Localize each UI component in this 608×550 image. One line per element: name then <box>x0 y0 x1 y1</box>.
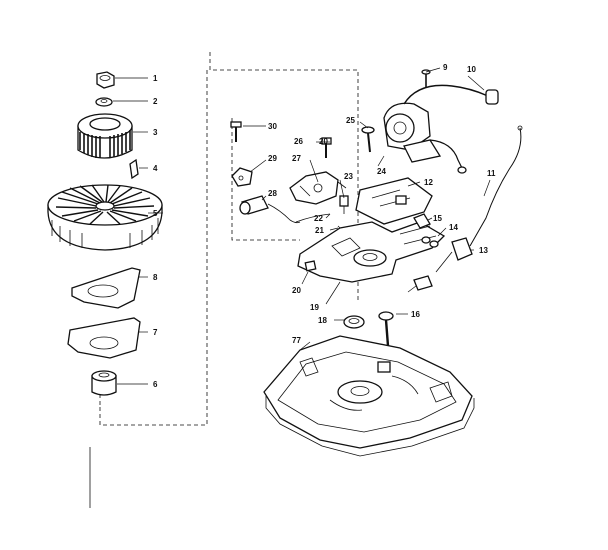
callout-30: 30 <box>268 122 277 131</box>
callout-77: 77 <box>292 336 301 345</box>
breaker-points-27 <box>289 171 347 205</box>
callout-4: 4 <box>153 164 158 173</box>
armature-bracket-12 <box>355 177 433 225</box>
screw-9 <box>421 69 431 88</box>
callout-23: 23 <box>344 172 353 181</box>
ignition-coil-24 <box>383 102 442 163</box>
callout-5: 5 <box>153 209 158 218</box>
callout-labels: 1 2 3 4 5 8 7 6 9 10 11 12 13 14 15 16 1… <box>153 63 496 389</box>
callout-21: 21 <box>315 226 324 235</box>
crankcase-housing-77 <box>263 335 475 457</box>
starter-cup <box>77 113 133 159</box>
screw-26 <box>321 137 332 158</box>
callout-11: 11 <box>487 169 496 178</box>
callout-25: 25 <box>346 116 355 125</box>
clip-15 <box>413 213 431 229</box>
callout-27: 27 <box>292 154 301 163</box>
callout-18: 18 <box>318 316 327 325</box>
flywheel-key <box>129 158 139 180</box>
callout-26: 26 <box>294 137 303 146</box>
flywheel <box>47 184 163 251</box>
callout-29: 29 <box>268 154 277 163</box>
terminal-20b <box>413 275 433 291</box>
callout-10: 10 <box>467 65 476 74</box>
screw-25 <box>361 126 375 153</box>
nut-20a <box>304 260 317 272</box>
clip-29 <box>231 167 253 187</box>
wire-22 <box>295 213 331 223</box>
ground-wire-11 <box>469 125 523 247</box>
assembly-bracket <box>99 52 359 426</box>
callout-9: 9 <box>443 63 448 72</box>
callout-20b: 20 <box>319 137 328 146</box>
callout-1: 1 <box>153 74 158 83</box>
callout-7: 7 <box>153 328 158 337</box>
bushing <box>91 370 117 396</box>
pivot-23 <box>339 195 349 214</box>
callout-22: 22 <box>314 214 323 223</box>
callout-12: 12 <box>424 178 433 187</box>
left-leader-lines <box>113 77 163 385</box>
washer <box>95 97 113 107</box>
gasket-lower <box>67 317 141 359</box>
seal-18 <box>343 315 365 329</box>
callout-24: 24 <box>377 167 386 176</box>
right-leader-lines <box>243 67 491 351</box>
condenser-28 <box>239 195 301 224</box>
callout-2: 2 <box>153 97 158 106</box>
callout-14: 14 <box>449 223 458 232</box>
callout-19: 19 <box>310 303 319 312</box>
stator-plate-19 <box>297 221 446 283</box>
callout-28: 28 <box>268 189 277 198</box>
stop-switch-13 <box>435 237 473 273</box>
callout-6: 6 <box>153 380 158 389</box>
callout-20a: 20 <box>292 286 301 295</box>
spark-plug-lead-10 <box>403 84 499 174</box>
nut <box>96 71 115 89</box>
callout-8: 8 <box>153 273 158 282</box>
callout-16: 16 <box>411 310 420 319</box>
gasket-upper <box>71 267 141 309</box>
callout-13: 13 <box>479 246 488 255</box>
screw-30 <box>230 121 242 142</box>
callout-3: 3 <box>153 128 158 137</box>
screw-16 <box>378 311 394 347</box>
callout-15: 15 <box>433 214 442 223</box>
spring-14 <box>421 236 439 248</box>
